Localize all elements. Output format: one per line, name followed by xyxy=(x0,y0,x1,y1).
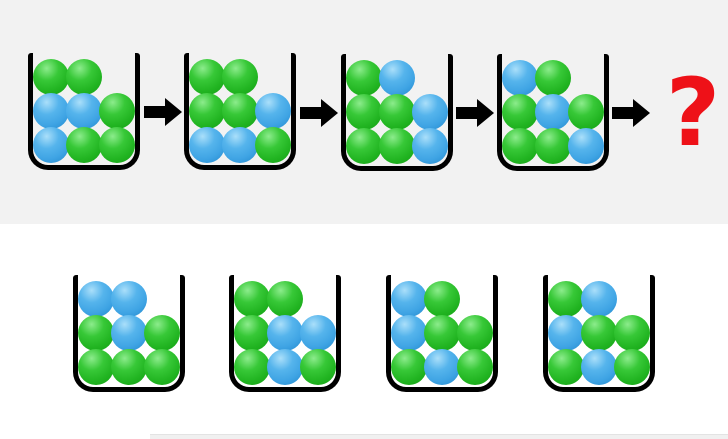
green-ball xyxy=(255,127,291,163)
blue-ball xyxy=(66,93,102,129)
blue-ball xyxy=(581,349,617,385)
sequence-cup-1 xyxy=(28,53,140,170)
option-cup-2[interactable] xyxy=(229,275,341,392)
arrow-head xyxy=(477,99,494,127)
arrow-right-icon xyxy=(144,98,182,126)
green-ball xyxy=(111,349,147,385)
arrow-head xyxy=(321,99,338,127)
blue-ball xyxy=(78,281,114,317)
option-cup-3[interactable] xyxy=(386,275,498,392)
green-ball xyxy=(33,59,69,95)
green-ball xyxy=(144,349,180,385)
blue-ball xyxy=(379,60,415,96)
bottom-divider xyxy=(150,434,728,439)
answer-options-band xyxy=(0,224,728,439)
blue-ball xyxy=(391,315,427,351)
blue-ball xyxy=(267,315,303,351)
green-ball xyxy=(548,349,584,385)
green-ball xyxy=(78,315,114,351)
green-ball xyxy=(502,128,538,164)
arrow-tail xyxy=(144,106,165,118)
green-ball xyxy=(581,315,617,351)
green-ball xyxy=(78,349,114,385)
green-ball xyxy=(234,281,270,317)
green-ball xyxy=(614,315,650,351)
green-ball xyxy=(222,93,258,129)
green-ball xyxy=(457,315,493,351)
green-ball xyxy=(346,60,382,96)
green-ball xyxy=(346,128,382,164)
arrow-right-icon xyxy=(612,99,650,127)
blue-ball xyxy=(222,127,258,163)
sequence-cup-4 xyxy=(497,54,609,171)
arrow-tail xyxy=(300,107,321,119)
blue-ball xyxy=(111,315,147,351)
green-ball xyxy=(267,281,303,317)
green-ball xyxy=(379,94,415,130)
blue-ball xyxy=(581,281,617,317)
blue-ball xyxy=(33,93,69,129)
blue-ball xyxy=(568,128,604,164)
puzzle-sequence-band: ? xyxy=(0,0,728,224)
blue-ball xyxy=(300,315,336,351)
green-ball xyxy=(66,127,102,163)
option-cup-4[interactable] xyxy=(543,275,655,392)
green-ball xyxy=(189,59,225,95)
green-ball xyxy=(99,93,135,129)
arrow-right-icon xyxy=(300,99,338,127)
blue-ball xyxy=(267,349,303,385)
arrow-head xyxy=(633,99,650,127)
blue-ball xyxy=(391,281,427,317)
green-ball xyxy=(189,93,225,129)
sequence-cup-3 xyxy=(341,54,453,171)
green-ball xyxy=(614,349,650,385)
green-ball xyxy=(300,349,336,385)
green-ball xyxy=(391,349,427,385)
arrow-right-icon xyxy=(456,99,494,127)
sequence-cup-2 xyxy=(184,53,296,170)
arrow-tail xyxy=(456,107,477,119)
blue-ball xyxy=(502,60,538,96)
green-ball xyxy=(379,128,415,164)
arrow-head xyxy=(165,98,182,126)
green-ball xyxy=(548,281,584,317)
green-ball xyxy=(424,281,460,317)
green-ball xyxy=(502,94,538,130)
green-ball xyxy=(535,128,571,164)
option-cup-1[interactable] xyxy=(73,275,185,392)
question-mark: ? xyxy=(665,59,721,168)
green-ball xyxy=(457,349,493,385)
blue-ball xyxy=(535,94,571,130)
green-ball xyxy=(234,315,270,351)
green-ball xyxy=(66,59,102,95)
green-ball xyxy=(568,94,604,130)
green-ball xyxy=(234,349,270,385)
blue-ball xyxy=(255,93,291,129)
green-ball xyxy=(99,127,135,163)
blue-ball xyxy=(424,349,460,385)
green-ball xyxy=(144,315,180,351)
blue-ball xyxy=(111,281,147,317)
green-ball xyxy=(535,60,571,96)
arrow-tail xyxy=(612,107,633,119)
blue-ball xyxy=(33,127,69,163)
blue-ball xyxy=(189,127,225,163)
green-ball xyxy=(346,94,382,130)
blue-ball xyxy=(412,94,448,130)
blue-ball xyxy=(548,315,584,351)
blue-ball xyxy=(412,128,448,164)
green-ball xyxy=(424,315,460,351)
green-ball xyxy=(222,59,258,95)
